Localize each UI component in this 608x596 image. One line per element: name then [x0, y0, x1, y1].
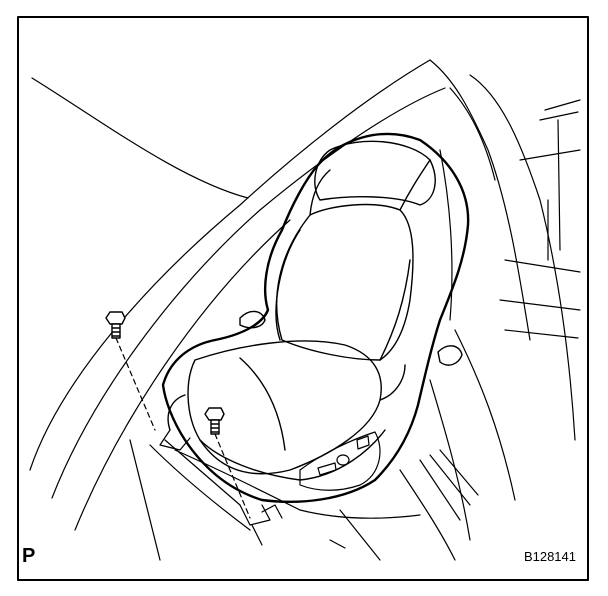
vehicle-body-lines: [29, 59, 581, 541]
seat-headrest: [314, 140, 436, 206]
seat-assembly-outline: [161, 132, 470, 503]
position-marker: P: [22, 545, 36, 567]
seat-back: [275, 159, 431, 361]
seat-bolt-icon: [204, 407, 225, 435]
door-trim-handle: [437, 345, 463, 366]
seat-bolt-icon: [105, 311, 126, 339]
bolt-guide-line: [115, 337, 156, 431]
seat-frame: [159, 429, 283, 526]
seat-cushion: [167, 340, 406, 481]
figure-code: B128141: [523, 549, 576, 564]
seat-belt-anchor: [239, 310, 266, 329]
figure-border: [17, 16, 589, 581]
seat-side-shield: [299, 431, 381, 491]
seat-switch-knob-icon: [336, 454, 350, 466]
floor-and-sill: [129, 439, 479, 561]
bolt-guide-line: [214, 433, 251, 519]
